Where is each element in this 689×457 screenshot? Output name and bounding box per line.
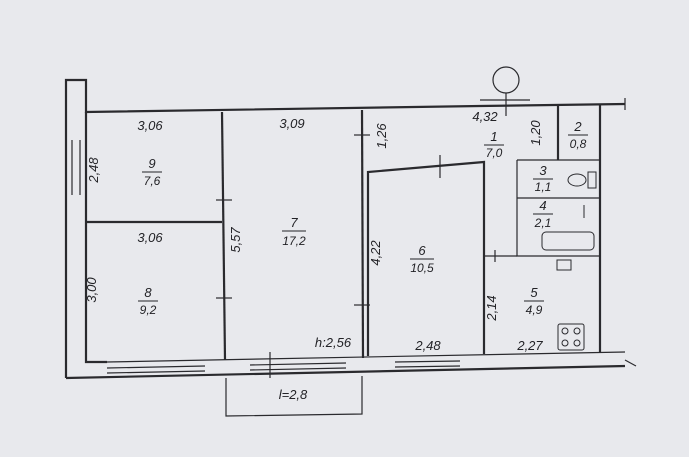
room-area: 7,0 bbox=[486, 146, 503, 160]
dimension: 3,06 bbox=[137, 118, 163, 133]
room-number: 4 bbox=[539, 198, 546, 213]
interior-walls bbox=[86, 106, 600, 361]
dimension: 3,00 bbox=[84, 277, 99, 303]
left-window bbox=[71, 140, 81, 195]
stove-icon bbox=[557, 323, 585, 351]
dimension: 2,14 bbox=[484, 295, 499, 321]
dimension-labels: 3,06 3,09 1,26 4,32 1,20 2,48 3,06 5,57 … bbox=[84, 109, 543, 402]
room-area: 2,1 bbox=[534, 216, 552, 230]
room-area: 4,9 bbox=[526, 303, 543, 317]
room-number: 1 bbox=[490, 129, 497, 144]
room-number: 9 bbox=[148, 156, 155, 171]
room-5: 5 4,9 bbox=[524, 285, 544, 317]
outer-walls bbox=[64, 78, 637, 380]
dimension: 1,26 bbox=[374, 123, 389, 149]
room-7: 7 17,2 bbox=[282, 215, 306, 248]
dimension: 5,57 bbox=[228, 227, 243, 253]
dimension: l=2,8 bbox=[279, 387, 308, 402]
room-number: 7 bbox=[290, 215, 298, 230]
room-number: 3 bbox=[539, 163, 547, 178]
room-2: 2 0,8 bbox=[568, 119, 588, 151]
room-number: 8 bbox=[144, 285, 152, 300]
room-3: 3 1,1 bbox=[533, 163, 553, 194]
bathtub-icon bbox=[541, 205, 595, 251]
room-8: 8 9,2 bbox=[138, 285, 158, 317]
dimension: 4,32 bbox=[472, 109, 498, 124]
entry-circle bbox=[480, 66, 530, 116]
room-area: 9,2 bbox=[140, 303, 157, 317]
balcony bbox=[225, 352, 363, 417]
sink-icon bbox=[556, 259, 572, 271]
dimension: 3,09 bbox=[279, 116, 304, 131]
room-area: 1,1 bbox=[535, 180, 552, 194]
room-number: 2 bbox=[573, 119, 582, 134]
room-number: 6 bbox=[418, 243, 426, 258]
dimension: h:2,56 bbox=[315, 335, 352, 350]
bottom-windows bbox=[106, 360, 461, 374]
dimension: 2,27 bbox=[516, 338, 543, 353]
room-number: 5 bbox=[530, 285, 538, 300]
dimension: 4,22 bbox=[368, 240, 383, 266]
room-area: 7,6 bbox=[144, 174, 161, 188]
toilet-icon bbox=[567, 171, 597, 189]
room-area: 17,2 bbox=[282, 234, 306, 248]
room-area: 10,5 bbox=[410, 261, 434, 275]
room-1: 1 7,0 bbox=[484, 129, 504, 160]
room-area: 0,8 bbox=[570, 137, 587, 151]
dimension: 2,48 bbox=[86, 157, 101, 184]
room-9: 9 7,6 bbox=[142, 156, 162, 188]
dimension: 3,06 bbox=[137, 230, 163, 245]
dimension: 1,20 bbox=[528, 120, 543, 146]
dimension: 2,48 bbox=[414, 338, 441, 353]
room-4: 4 2,1 bbox=[533, 198, 553, 230]
room-6: 6 10,5 bbox=[410, 243, 434, 275]
